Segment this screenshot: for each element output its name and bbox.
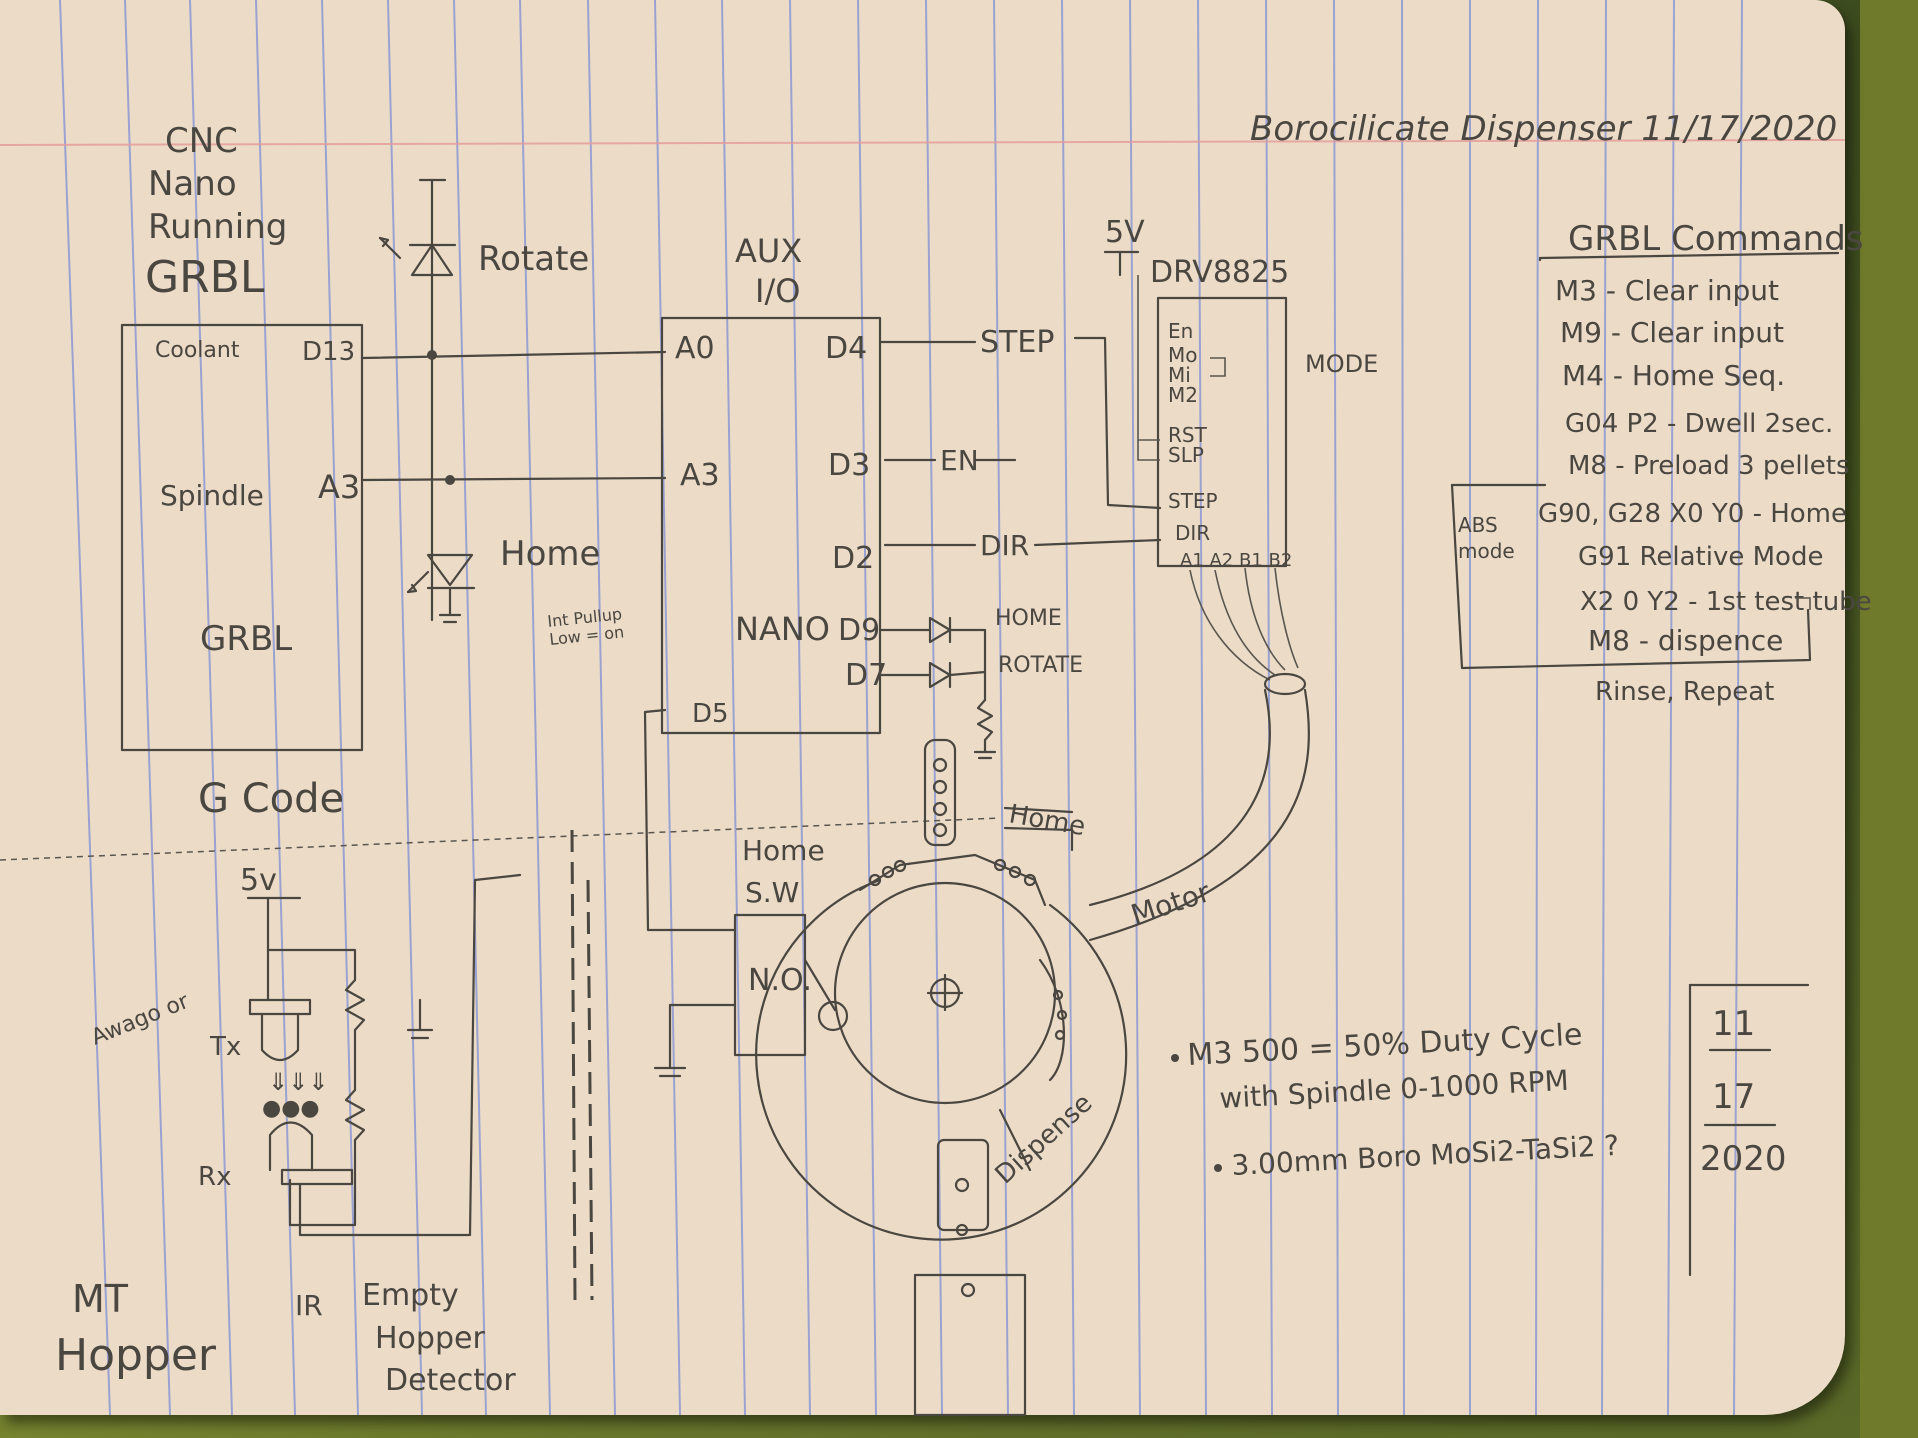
driver-pin-step: STEP <box>1168 489 1218 513</box>
driver-pin-rst: RST <box>1168 423 1208 447</box>
note-line-3: 3.00mm Boro MoSi2-TaSi2 ? <box>1231 1129 1620 1182</box>
home-arrow-label: Home <box>1007 799 1088 842</box>
note-line-1: M3 500 = 50% Duty Cycle <box>1187 1017 1584 1073</box>
command-line-2: M9 - Clear input <box>1560 316 1784 349</box>
driver-pin-dir: DIR <box>1175 521 1210 545</box>
pin-a3-left: A3 <box>318 468 360 506</box>
date-month: 11 <box>1712 1004 1755 1044</box>
aux-pin-a3: A3 <box>680 458 720 493</box>
aux-title-line-2: I/O <box>755 272 800 310</box>
home-switch-no: N.O. <box>748 963 812 998</box>
date-box: 11 17 2020 <box>1688 983 1810 1277</box>
aux-title-line-1: AUX <box>735 232 802 270</box>
mt-hopper-line-1: MT <box>72 1277 129 1321</box>
drv8825-driver: 5V DRV8825 En Mo Mi M2 RST SLP STEP DIR … <box>1088 215 1378 942</box>
aux-pin-d5: D5 <box>692 699 729 729</box>
abs-mode-line-1: ABS <box>1458 513 1498 537</box>
home-switch: Home S.W N.O. <box>643 708 849 1078</box>
driver-pin-m1: Mi <box>1168 363 1191 387</box>
driver-pin-m2: M2 <box>1168 383 1198 407</box>
motor-label: Motor <box>1127 875 1215 932</box>
gcode-label: G Code <box>198 776 344 822</box>
pin-coolant: Coolant <box>155 338 240 363</box>
command-line-4: G04 P2 - Dwell 2sec. <box>1565 409 1833 439</box>
notebook-rule-lines <box>59 0 1743 1416</box>
notes: M3 500 = 50% Duty Cycle with Spindle 0-1… <box>1171 1017 1620 1182</box>
signal-step: STEP <box>980 325 1054 360</box>
driver-pin-en: En <box>1168 319 1193 343</box>
cnc-title-line-1: CNC <box>165 121 238 161</box>
detector-caption-3: Detector <box>385 1363 516 1398</box>
detector-caption-1: Empty <box>362 1278 459 1313</box>
pin-spindle: Spindle <box>160 479 264 512</box>
home-led-label: Home <box>500 534 600 574</box>
driver-box <box>1156 296 1288 568</box>
signal-rotate-led: ROTATE <box>998 653 1083 678</box>
signal-home-led: HOME <box>995 606 1062 631</box>
cnc-body-label: GRBL <box>200 619 292 659</box>
abs-mode-line-2: mode <box>1458 539 1515 563</box>
wiring-cnc-aux <box>360 178 667 622</box>
mt-hopper-line-2: Hopper <box>55 1330 217 1381</box>
emitter-rays: ⇓⇓⇓ <box>268 1068 328 1096</box>
detector-supply: 5v <box>240 863 277 898</box>
aux-pin-d9: D9 <box>838 613 880 648</box>
cnc-title-line-3: Running <box>148 207 287 247</box>
command-line-6: G90, G28 X0 Y0 - Home <box>1538 499 1847 529</box>
rotate-led-label: Rotate <box>478 239 589 279</box>
command-line-5: M8 - Preload 3 pellets <box>1568 451 1850 481</box>
aux-pin-d4: D4 <box>825 331 867 366</box>
detector-tx: Tx <box>209 1032 241 1062</box>
rotate-led: Rotate <box>378 178 589 279</box>
driver-pin-slp: SLP <box>1168 443 1204 467</box>
cnc-nano-box <box>120 323 364 752</box>
page-title: Borocilicate Dispenser 11/17/2020 <box>1250 109 1837 149</box>
commands-footer: Rinse, Repeat <box>1595 677 1774 707</box>
rotary-dispenser: Home Motor Dispense <box>755 738 1215 1417</box>
aux-nano-box <box>660 316 882 735</box>
pellet-tube <box>923 738 957 847</box>
driver-outputs: A1 A2 B1 B2 <box>1180 550 1292 571</box>
detector-side-note: Awago or <box>88 989 193 1051</box>
aux-body-label: NANO <box>735 610 830 648</box>
home-switch-line-2: S.W <box>745 876 799 909</box>
driver-supply: 5V <box>1105 215 1145 250</box>
date-day: 17 <box>1712 1077 1755 1117</box>
cnc-title-line-2: Nano <box>148 164 237 204</box>
detector-caption-2: Hopper <box>375 1321 485 1356</box>
command-line-3: M4 - Home Seq. <box>1562 359 1785 392</box>
home-led: Home <box>406 534 600 624</box>
home-switch-body <box>733 913 807 1057</box>
wiring-aux-driver: STEP EN DIR HOME ROTATE <box>878 325 1162 760</box>
signal-dir: DIR <box>980 529 1029 562</box>
driver-pin-m0: Mo <box>1168 343 1198 367</box>
grbl-commands-panel: GRBL Commands M3 - Clear input M9 - Clea… <box>1450 219 1872 707</box>
command-line-7: G91 Relative Mode <box>1578 542 1823 572</box>
command-line-9: M8 - dispence <box>1588 624 1783 657</box>
aux-pin-d3: D3 <box>828 448 870 483</box>
aux-pin-d2: D2 <box>832 541 874 576</box>
home-switch-line-1: Home <box>742 834 825 867</box>
pin-d13: D13 <box>302 337 355 367</box>
driver-name: DRV8825 <box>1150 255 1289 290</box>
detector-ir: IR <box>295 1289 323 1322</box>
command-line-1: M3 - Clear input <box>1555 274 1779 307</box>
signal-en: EN <box>940 444 979 477</box>
date-year: 2020 <box>1700 1139 1787 1179</box>
detector-rx: Rx <box>198 1162 231 1192</box>
empty-hopper-detector: 5v ⇓⇓⇓ ●●● Awago or Tx Rx IR Empty Hoppe… <box>0 817 1001 1398</box>
cnc-nano-block: CNC Nano Running GRBL Coolant D13 Spindl… <box>120 121 364 822</box>
aux-pin-a0: A0 <box>675 331 715 366</box>
driver-mode-label: MODE <box>1305 350 1378 378</box>
command-line-8: X2 0 Y2 - 1st test tube <box>1580 587 1872 617</box>
glass-pellets: ●●● <box>262 1096 320 1121</box>
margin-line <box>0 139 1846 146</box>
cnc-title-line-4: GRBL <box>145 252 265 303</box>
